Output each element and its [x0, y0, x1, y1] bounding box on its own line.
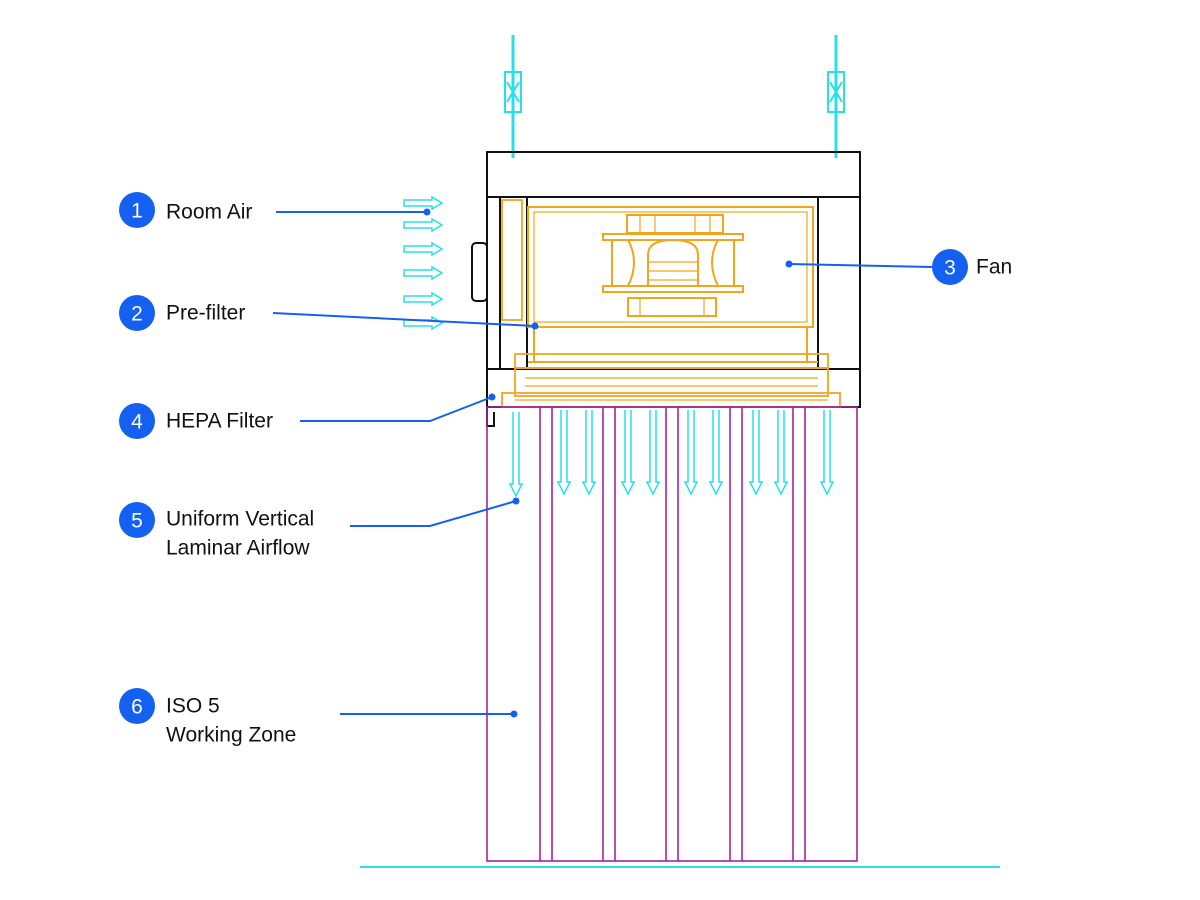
airflow-arrow-icon	[403, 217, 444, 233]
latch-icon	[486, 407, 495, 427]
suspension-rod-right	[827, 35, 845, 158]
number-badge	[119, 403, 155, 439]
callouts: 1 Room Air 2 Pre-filter 3 Fan 4 HEPA Filter 5 Uni…	[119, 192, 1012, 747]
leader-line	[272, 312, 536, 327]
number-badge-label: 6	[131, 696, 143, 719]
number-badge	[119, 295, 155, 331]
leader-line	[350, 500, 517, 527]
leader-line	[788, 263, 933, 268]
number-badge	[932, 249, 968, 285]
room-air-arrows	[403, 195, 444, 331]
airflow-arrow-icon	[403, 195, 444, 211]
callout-label: Working Zone	[166, 724, 296, 747]
hood-housing	[471, 151, 861, 427]
airflow-arrow-icon	[403, 241, 444, 257]
airflow-arrow-icon	[773, 410, 789, 496]
leader-line	[300, 396, 493, 422]
number-badge	[119, 688, 155, 724]
number-badge	[119, 192, 155, 228]
number-badge-label: 2	[131, 303, 143, 326]
number-badge-label: 4	[131, 411, 143, 434]
airflow-arrow-icon	[708, 410, 724, 496]
airflow-arrow-icon	[683, 410, 699, 496]
leader-dot	[510, 710, 518, 718]
airflow-arrow-icon	[556, 410, 572, 496]
callout-6: 6 ISO 5 Working Zone	[119, 688, 518, 747]
suspension-rods	[504, 35, 845, 158]
leader-dot	[488, 393, 496, 401]
fan-icon	[602, 214, 744, 317]
callout-label: Uniform Vertical	[166, 508, 314, 531]
airflow-arrow-icon	[620, 410, 636, 496]
number-badge	[119, 502, 155, 538]
callout-4: 4 HEPA Filter	[119, 393, 496, 439]
curtain-panels	[486, 406, 858, 862]
airflow-arrow-icon	[403, 315, 444, 331]
airflow-arrow-icon	[508, 412, 524, 498]
callout-label: Laminar Airflow	[166, 537, 310, 560]
number-badge-label: 1	[131, 200, 143, 223]
airflow-arrow-icon	[645, 410, 661, 496]
callout-label: HEPA Filter	[166, 410, 273, 433]
leader-dot	[423, 208, 431, 216]
leader-dot	[531, 322, 539, 330]
callout-label: ISO 5	[166, 695, 220, 718]
airflow-arrow-icon	[581, 410, 597, 496]
callout-label: Fan	[976, 256, 1012, 279]
airflow-arrow-icon	[403, 265, 444, 281]
callout-label: Room Air	[166, 201, 252, 224]
callout-2: 2 Pre-filter	[119, 295, 539, 331]
callout-1: 1 Room Air	[119, 192, 431, 228]
suspension-rod-left	[504, 35, 522, 158]
fan-assembly	[527, 206, 818, 363]
pre-filter-panel	[501, 199, 523, 321]
callout-label: Pre-filter	[166, 302, 245, 325]
airflow-arrow-icon	[819, 410, 835, 496]
airflow-arrow-icon	[403, 291, 444, 307]
number-badge-label: 3	[944, 257, 956, 280]
laminar-airflow-arrows	[508, 410, 835, 498]
leader-dot	[512, 497, 520, 505]
number-badge-label: 5	[131, 510, 143, 533]
handle-icon	[471, 242, 488, 302]
callout-3: 3 Fan	[785, 249, 1012, 285]
hepa-filter	[501, 353, 841, 408]
airflow-arrow-icon	[748, 410, 764, 496]
leader-dot	[785, 260, 793, 268]
